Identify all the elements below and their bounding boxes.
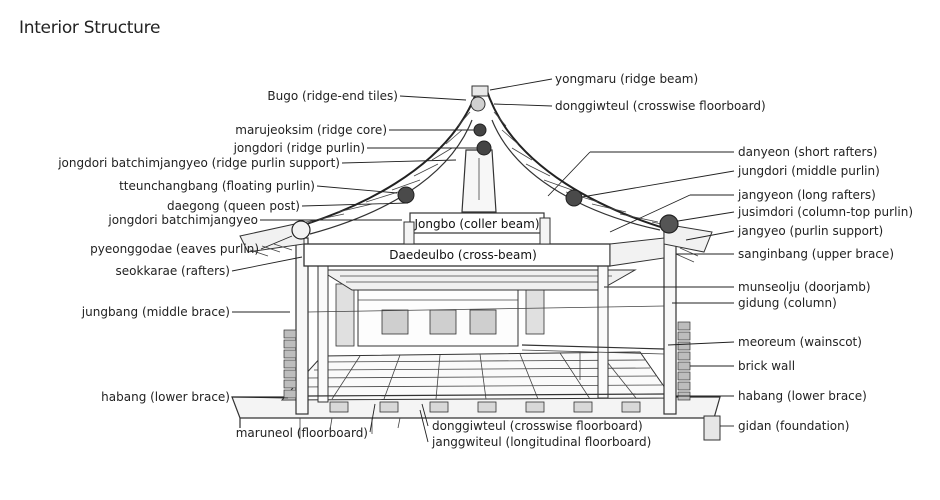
- label-gidung: gidung (column): [738, 296, 837, 310]
- label-janggwiteul: janggwiteul (longitudinal floorboard): [431, 435, 651, 449]
- label-habang-right: habang (lower brace): [738, 389, 867, 403]
- ridge-cap: [471, 85, 489, 97]
- label-bugo: Bugo (ridge-end tiles): [267, 89, 398, 103]
- right-middle-purlin: [565, 189, 583, 207]
- label-meoreum: meoreum (wainscot): [738, 335, 862, 349]
- label-tteunchangbang: tteunchangbang (floating purlin): [119, 179, 315, 193]
- label-pyeonggodae: pyeonggodae (eaves purlin): [90, 242, 259, 256]
- ceiling: [318, 269, 637, 291]
- label-brick-wall: brick wall: [738, 359, 795, 373]
- left-eave: [239, 221, 305, 253]
- label-habang-left: habang (lower brace): [101, 390, 230, 404]
- label-jusimdori: jusimdori (column-top purlin): [737, 205, 913, 219]
- label-donggiwteul-bottom: donggiwteul (crosswise floorboard): [432, 419, 643, 433]
- left-inner-post: [317, 261, 329, 403]
- brick-wall-left: [283, 329, 297, 399]
- label-jungdori: jungdori (middle purlin): [737, 164, 880, 178]
- back-windows: [381, 309, 497, 335]
- daedeulbo-label: Daedeulbo (cross-beam): [389, 248, 537, 262]
- label-maruneol: maruneol (floorboard): [236, 426, 368, 440]
- label-sanginbang: sanginbang (upper brace): [738, 247, 894, 261]
- label-daegong: daegong (queen post): [167, 199, 300, 213]
- label-jungbang: jungbang (middle brace): [81, 305, 230, 319]
- left-labels: Bugo (ridge-end tiles) marujeoksim (ridg…: [57, 89, 398, 440]
- right-column: [663, 229, 677, 415]
- label-seokkarae: seokkarae (rafters): [116, 264, 230, 278]
- label-marujeoksim: marujeoksim (ridge core): [235, 123, 387, 137]
- left-eaves-purlin: [291, 220, 311, 240]
- label-jongdori-batchimjangyeo: jongdori batchimjangyeo: [107, 213, 258, 227]
- floor-stones: [329, 401, 641, 413]
- label-jangyeon: jangyeon (long rafters): [737, 188, 876, 202]
- bottom-labels: donggiwteul (crosswise floorboard) jangg…: [431, 419, 651, 449]
- foundation-stone-right: [703, 415, 721, 441]
- right-labels: yongmaru (ridge beam) donggiwteul (cross…: [555, 72, 913, 433]
- left-middle-purlin: [397, 186, 415, 204]
- jongbo-label: Jongbo (coller beam): [413, 217, 539, 231]
- label-jongdori: jongdori (ridge purlin): [233, 141, 365, 155]
- right-eave: [663, 223, 713, 253]
- right-column-top-purlin: [659, 214, 679, 234]
- brick-wall-right: [677, 321, 691, 401]
- leader-lines: [231, 78, 735, 443]
- page-title: Interior Structure: [19, 18, 161, 38]
- label-jongdori-batchimjangyeo-support: jongdori batchimjangyeo (ridge purlin su…: [57, 156, 340, 170]
- label-danyeon: danyeon (short rafters): [738, 145, 877, 159]
- side-windows: [335, 283, 545, 347]
- label-yongmaru: yongmaru (ridge beam): [555, 72, 698, 86]
- label-jangyeo: jangyeo (purlin support): [737, 224, 883, 238]
- building-illustration: [231, 85, 721, 441]
- ridge-purlin: [476, 140, 492, 156]
- bugo-tile: [470, 96, 486, 112]
- ridge-core: [473, 123, 487, 137]
- doorjamb-post: [597, 261, 609, 399]
- label-munseolju: munseolju (doorjamb): [738, 280, 871, 294]
- label-gidan: gidan (foundation): [738, 419, 849, 433]
- label-donggiwteul-top: donggiwteul (crosswise floorboard): [555, 99, 766, 113]
